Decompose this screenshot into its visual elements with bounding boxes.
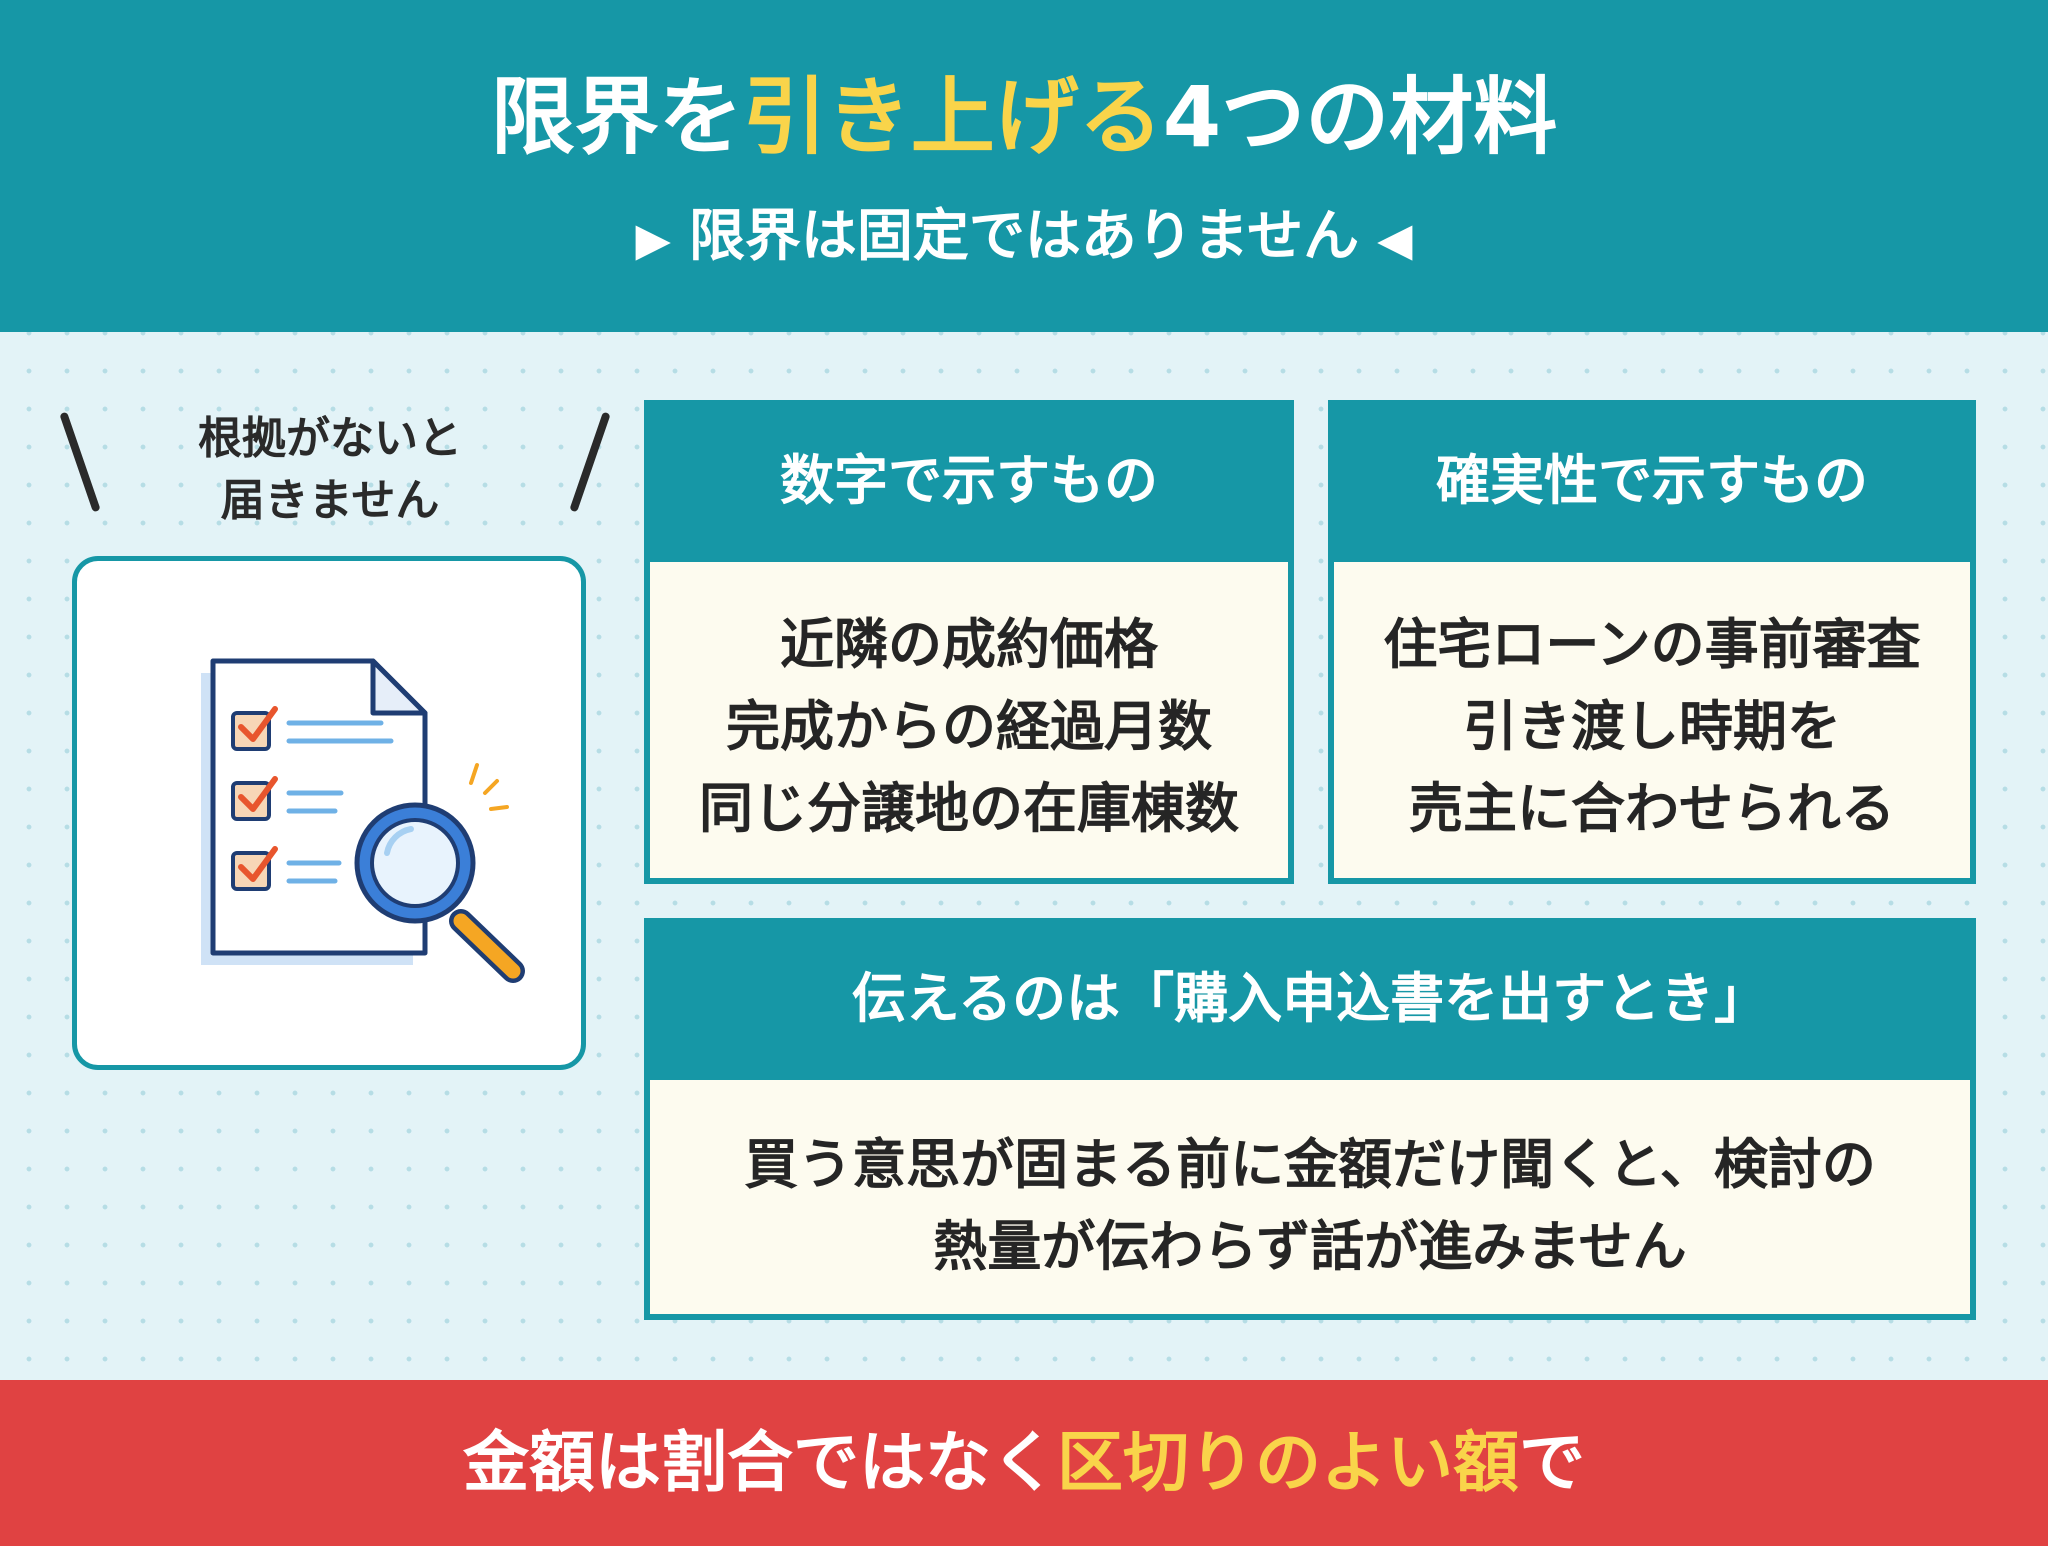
card-certainty-heading: 確実性で示すもの [1334,406,1970,562]
side-caption-line1: 根拠がないと [198,413,462,464]
card-timing-body: 買う意思が固まる前に金額だけ聞くと、検討の 熱量が伝わらず話が進みません [650,1124,1970,1288]
card-numbers: 数字で示すもの 近隣の成約価格 完成からの経過月数 同じ分譲地の在庫棟数 [644,400,1294,884]
side-caption-line2: 届きません [220,475,440,526]
card-numbers-line2: 完成からの経過月数 [726,695,1212,758]
triangle-left-icon: ◀ [1377,212,1413,266]
card-certainty-line2: 引き渡し時期を [1463,695,1841,758]
card-numbers-body: 近隣の成約価格 完成からの経過月数 同じ分譲地の在庫棟数 [650,604,1288,850]
card-certainty-line3: 売主に合わせられる [1409,777,1895,840]
footer-part1: 金額は割合ではなく [463,1424,1057,1501]
card-numbers-line1: 近隣の成約価格 [780,613,1158,676]
card-certainty: 確実性で示すもの 住宅ローンの事前審査 引き渡し時期を 売主に合わせられる [1328,400,1976,884]
checklist-magnifier-icon [201,658,525,983]
card-numbers-line3: 同じ分譲地の在庫棟数 [699,777,1239,840]
subtitle-text: 限界は固定ではありません [688,204,1360,269]
title-part1: 限界を [490,68,743,166]
card-timing-heading: 伝えるのは「購入申込書を出すとき」 [650,924,1970,1080]
triangle-right-icon: ▶ [635,212,671,266]
header-banner: 限界を引き上げる4つの材料 ▶ 限界は固定ではありません ◀ [0,0,2048,332]
side-caption: 根拠がないと 届きません [150,408,510,532]
card-timing: 伝えるのは「購入申込書を出すとき」 買う意思が固まる前に金額だけ聞くと、検討の … [644,918,1976,1320]
emphasis-line-left [59,411,101,513]
card-timing-line1: 買う意思が固まる前に金額だけ聞くと、検討の [744,1133,1876,1196]
page-title: 限界を引き上げる4つの材料 [0,62,2048,172]
footer-highlight: 区切りのよい額 [1057,1424,1519,1501]
title-highlight: 引き上げる [742,68,1163,166]
card-numbers-heading: 数字で示すもの [650,406,1288,562]
emphasis-line-right [569,411,611,513]
title-part2: 4つの材料 [1162,68,1558,166]
card-certainty-line1: 住宅ローンの事前審査 [1383,613,1921,676]
card-timing-line2: 熱量が伝わらず話が進みません [933,1215,1687,1278]
footer-part2: で [1519,1424,1585,1501]
page-subtitle: ▶ 限界は固定ではありません ◀ [0,202,2048,274]
illustration-card [72,556,586,1070]
card-certainty-body: 住宅ローンの事前審査 引き渡し時期を 売主に合わせられる [1334,604,1970,850]
footer-banner: 金額は割合ではなく区切りのよい額で [0,1380,2048,1546]
